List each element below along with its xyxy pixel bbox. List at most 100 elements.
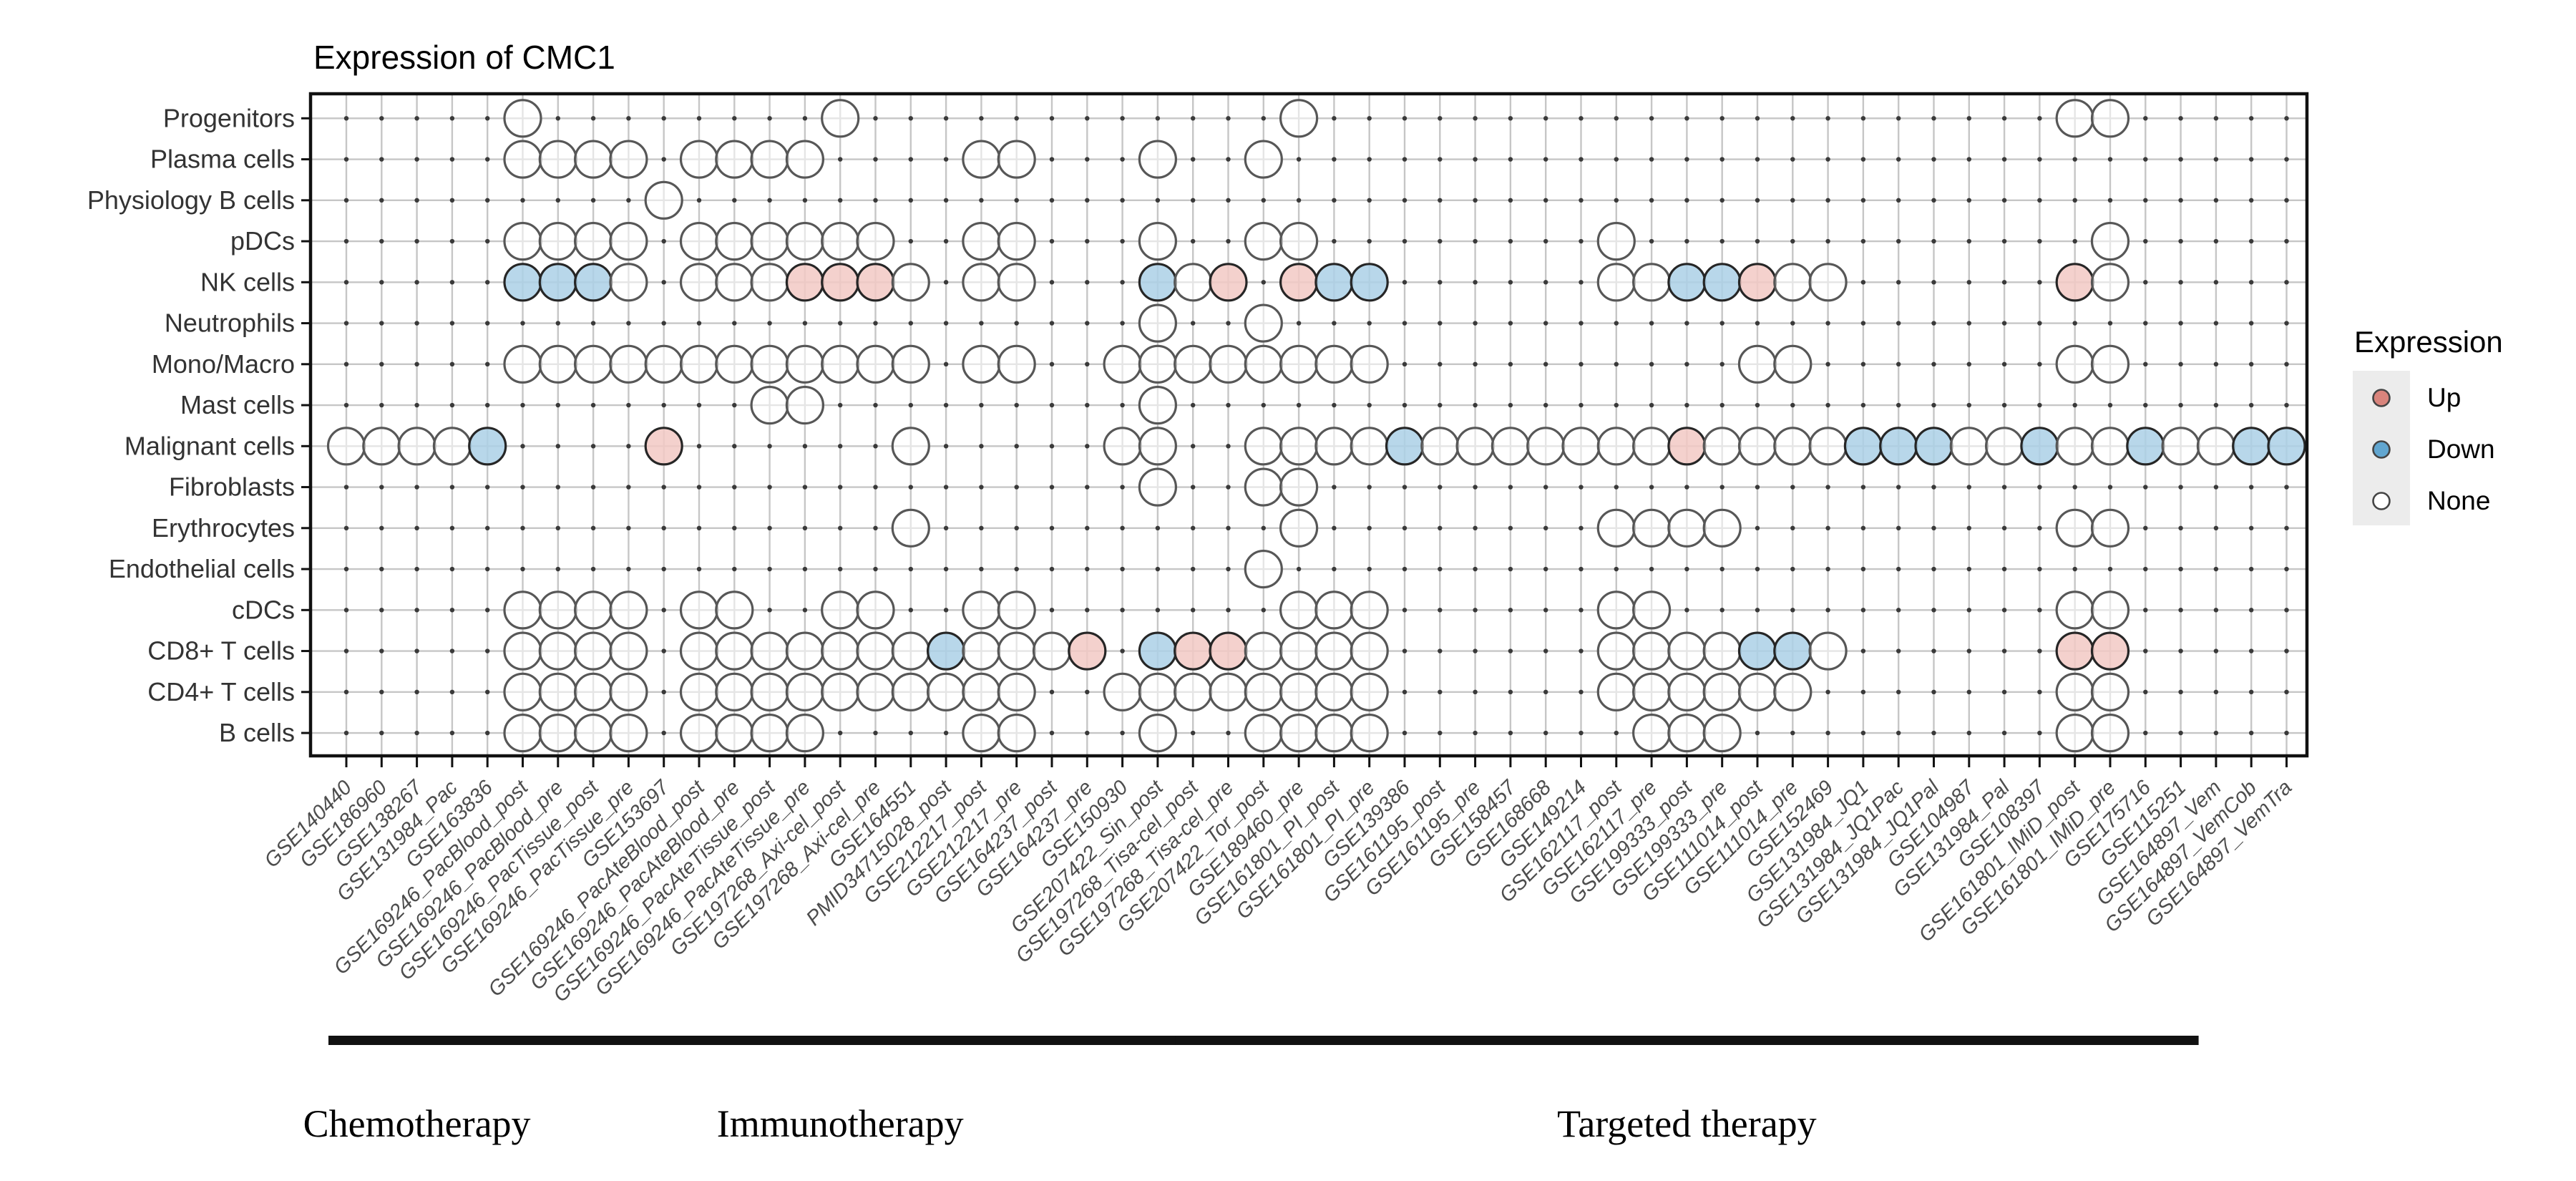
group-label: Targeted therapy	[1557, 1102, 1817, 1145]
expression-dot	[1491, 427, 1530, 466]
grid-dot	[1085, 321, 1090, 326]
grid-dot	[1120, 321, 1125, 326]
expression-dot	[1773, 263, 1813, 302]
grid-dot	[1473, 730, 1478, 736]
grid-dot	[555, 525, 560, 530]
grid-dot	[1579, 730, 1584, 736]
grid-dot	[1790, 730, 1795, 736]
grid-dot	[379, 198, 384, 203]
grid-dot	[908, 566, 914, 572]
grid-dot	[1896, 157, 1901, 162]
grid-dot	[1226, 485, 1231, 490]
grid-dot	[1261, 608, 1267, 613]
expression-dot	[1737, 427, 1777, 466]
grid-dot	[1931, 566, 1936, 572]
grid-dot	[1755, 485, 1760, 490]
grid-dot	[1649, 198, 1654, 203]
grid-dot	[1860, 198, 1866, 203]
expression-dot	[750, 140, 789, 179]
expression-dot	[1561, 427, 1601, 466]
expression-dot	[785, 344, 825, 384]
grid-dot	[979, 566, 984, 572]
grid-dot	[1790, 566, 1795, 572]
grid-dot	[1120, 198, 1125, 203]
expression-dot	[609, 713, 648, 753]
grid-dot	[1931, 730, 1936, 736]
grid-dot	[1896, 321, 1901, 326]
grid-dot	[1261, 402, 1267, 408]
grid-dot	[1049, 566, 1055, 572]
grid-dot	[1191, 525, 1196, 530]
grid-dot	[2284, 157, 2289, 162]
grid-dot	[1438, 116, 1443, 121]
expression-dot	[1702, 631, 1742, 671]
grid-dot	[1931, 280, 1936, 285]
grid-dot	[379, 157, 384, 162]
expression-dot	[750, 263, 789, 302]
grid-dot	[2072, 157, 2077, 162]
expression-dot	[609, 590, 648, 630]
grid-dot	[343, 402, 349, 408]
grid-dot	[1226, 444, 1231, 449]
expression-dot	[1279, 508, 1319, 548]
grid-dot	[1649, 116, 1654, 121]
grid-dot	[1473, 566, 1478, 572]
grid-dot	[1296, 198, 1302, 203]
expression-dot	[573, 672, 613, 711]
grid-dot	[1896, 361, 1901, 366]
grid-dot	[1825, 361, 1830, 366]
grid-dot	[1649, 402, 1654, 408]
expression-dot	[750, 221, 789, 261]
grid-dot	[873, 198, 878, 203]
expression-dot	[821, 263, 860, 302]
expression-dot	[468, 427, 507, 466]
expression-dot	[2055, 344, 2094, 384]
expression-dot	[573, 631, 613, 671]
grid-dot	[838, 566, 843, 572]
grid-dot	[343, 608, 349, 613]
expression-dot	[821, 221, 860, 261]
group-label: Chemotherapy	[303, 1102, 531, 1145]
expression-dot	[538, 631, 577, 671]
expression-dot	[1737, 263, 1777, 302]
grid-dot	[2107, 566, 2113, 572]
grid-dot	[1860, 402, 1866, 408]
grid-dot	[943, 116, 949, 121]
grid-dot	[2107, 198, 2113, 203]
expression-dot	[609, 631, 648, 671]
grid-dot	[1719, 361, 1724, 366]
expression-dot	[1314, 427, 1354, 466]
grid-dot	[1332, 238, 1337, 244]
grid-dot	[802, 321, 808, 326]
grid-dot	[2037, 648, 2042, 653]
grid-dot	[2178, 198, 2183, 203]
grid-dot	[1014, 485, 1019, 490]
grid-dot	[343, 566, 349, 572]
expression-dot	[1914, 427, 1953, 466]
grid-dot	[555, 485, 560, 490]
grid-dot	[485, 321, 490, 326]
grid-dot	[1049, 525, 1055, 530]
grid-dot	[555, 321, 560, 326]
expression-dot	[2055, 427, 2094, 466]
grid-dot	[1508, 321, 1513, 326]
grid-dot	[838, 157, 843, 162]
grid-dot	[343, 648, 349, 653]
expression-dot	[1209, 672, 1248, 711]
grid-dot	[1543, 485, 1548, 490]
grid-dot	[1579, 157, 1584, 162]
expression-dot	[1138, 140, 1178, 179]
grid-dot	[2178, 608, 2183, 613]
expression-dot	[1385, 427, 1425, 466]
grid-dot	[1896, 730, 1901, 736]
chart-title: Expression of CMC1	[313, 39, 615, 76]
grid-dot	[802, 525, 808, 530]
grid-dot	[1085, 280, 1090, 285]
grid-dot	[379, 402, 384, 408]
grid-dot	[1155, 525, 1161, 530]
grid-dot	[1860, 648, 1866, 653]
expression-dot	[503, 140, 542, 179]
expression-dot	[1667, 713, 1707, 753]
y-axis-label: Progenitors	[163, 103, 295, 132]
expression-dot	[2090, 631, 2130, 671]
